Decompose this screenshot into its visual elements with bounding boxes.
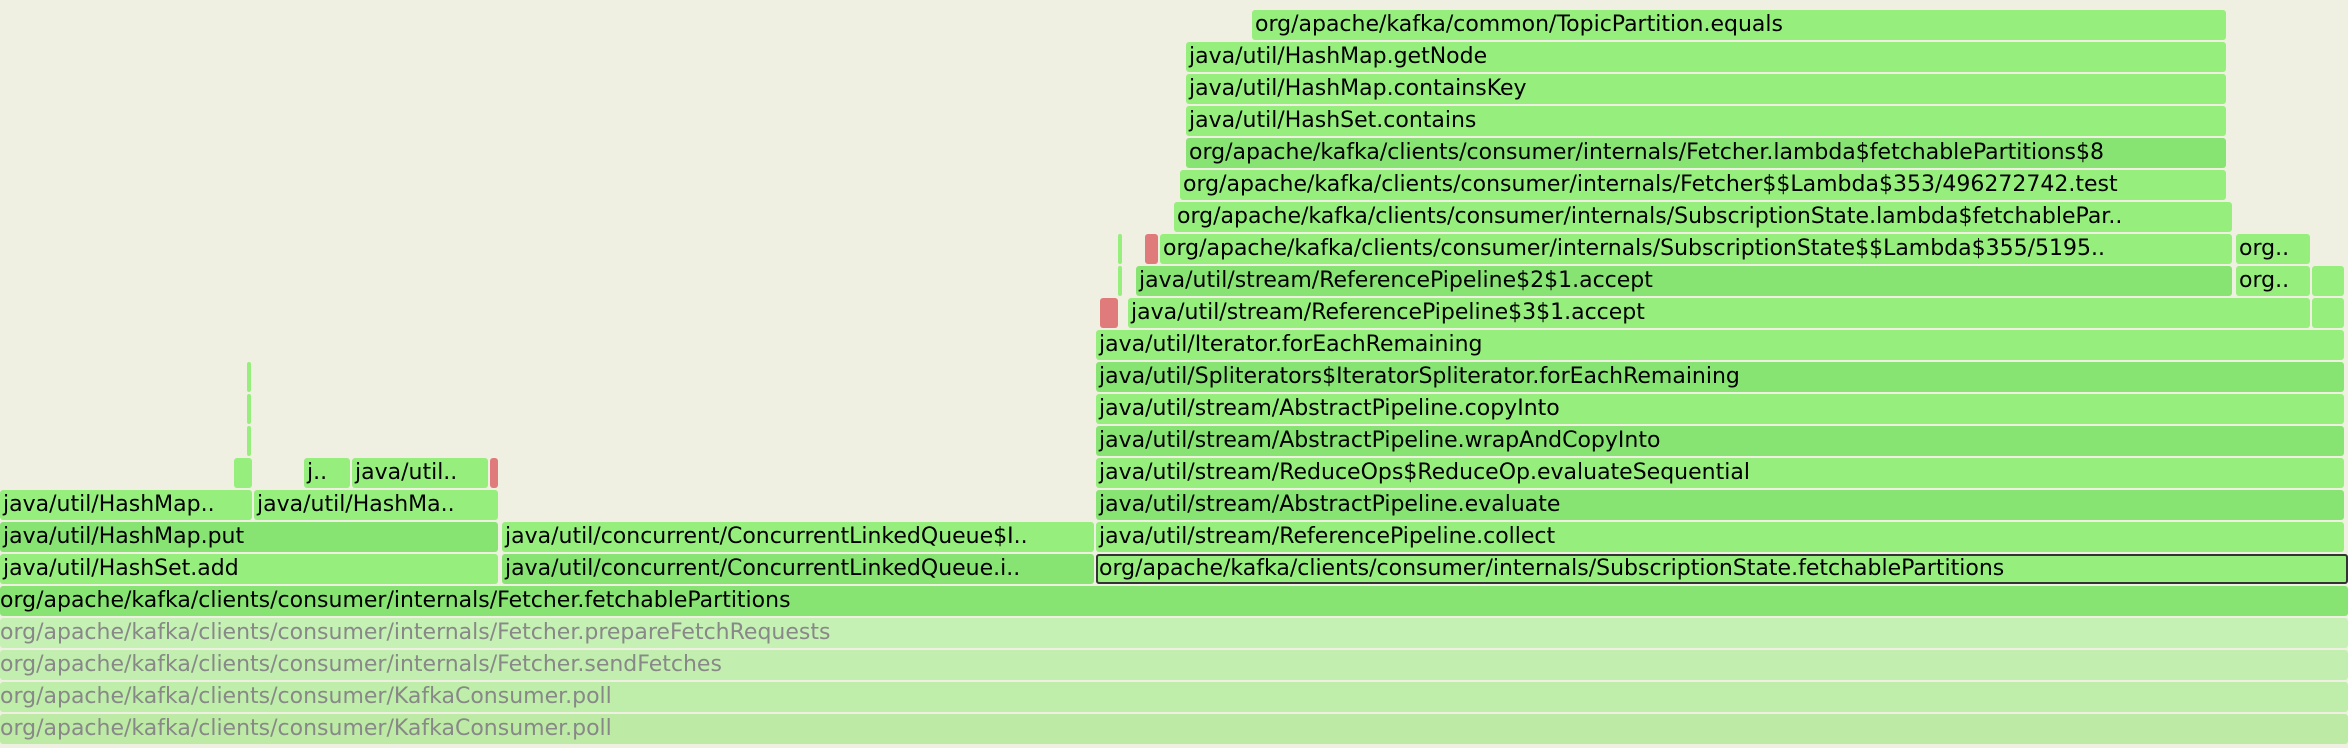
flame-frame[interactable] (1118, 234, 1122, 264)
flame-frame[interactable]: java/util/stream/ReferencePipeline.colle… (1096, 522, 2344, 552)
flame-frame[interactable]: org/apache/kafka/clients/consumer/intern… (1160, 234, 2232, 264)
flame-frame[interactable]: java/util/stream/ReferencePipeline$3$1.a… (1128, 298, 2310, 328)
flame-frame[interactable]: java/util/stream/ReferencePipeline$2$1.a… (1136, 266, 2232, 296)
flame-frame[interactable]: java/util/HashMa.. (254, 490, 498, 520)
flame-frame[interactable]: org/apache/kafka/common/TopicPartition.e… (1252, 10, 2226, 40)
flame-frame[interactable]: java/util/concurrent/ConcurrentLinkedQue… (502, 522, 1094, 552)
flame-frame[interactable]: java/util.. (352, 458, 488, 488)
flame-frame[interactable]: java/util/concurrent/ConcurrentLinkedQue… (502, 554, 1094, 584)
flame-frame[interactable]: org/apache/kafka/clients/consumer/intern… (0, 586, 2348, 616)
flame-frame[interactable]: java/util/HashMap.containsKey (1186, 74, 2226, 104)
flame-frame[interactable] (490, 458, 498, 488)
flame-frame[interactable]: java/util/HashMap.put (0, 522, 498, 552)
flame-frame[interactable] (2312, 298, 2344, 328)
flame-frame[interactable]: java/util/HashMap.getNode (1186, 42, 2226, 72)
flame-frame[interactable]: org/apache/kafka/clients/consumer/intern… (1180, 170, 2226, 200)
flame-frame[interactable]: java/util/Spliterators$IteratorSpliterat… (1096, 362, 2344, 392)
flame-frame[interactable] (247, 362, 251, 392)
flame-frame[interactable]: java/util/stream/ReduceOps$ReduceOp.eval… (1096, 458, 2344, 488)
flame-frame[interactable]: org.. (2236, 234, 2310, 264)
flame-frame[interactable]: java/util/Iterator.forEachRemaining (1096, 330, 2344, 360)
flame-frame[interactable]: org/apache/kafka/clients/consumer/intern… (1186, 138, 2226, 168)
flame-frame[interactable] (234, 458, 252, 488)
flame-frame-faded[interactable]: org/apache/kafka/clients/consumer/KafkaC… (0, 714, 2348, 744)
flame-frame[interactable] (247, 426, 251, 456)
flame-frame[interactable] (1145, 234, 1158, 264)
flame-frame[interactable]: org.. (2236, 266, 2310, 296)
flame-frame[interactable]: java/util/HashMap.. (0, 490, 252, 520)
flame-frame[interactable] (247, 394, 251, 424)
flame-frame[interactable]: java/util/stream/AbstractPipeline.wrapAn… (1096, 426, 2344, 456)
flame-frame[interactable]: j.. (304, 458, 350, 488)
flame-frame-faded[interactable]: org/apache/kafka/clients/consumer/KafkaC… (0, 682, 2348, 712)
flame-frame[interactable] (2312, 266, 2344, 296)
flame-frame-selected[interactable]: org/apache/kafka/clients/consumer/intern… (1096, 554, 2348, 584)
flame-frame[interactable]: java/util/stream/AbstractPipeline.evalua… (1096, 490, 2344, 520)
flame-frame-faded[interactable]: org/apache/kafka/clients/consumer/intern… (0, 650, 2348, 680)
flame-frame[interactable]: java/util/HashSet.add (0, 554, 498, 584)
flame-frame-faded[interactable]: org/apache/kafka/clients/consumer/intern… (0, 618, 2348, 648)
flame-frame[interactable]: java/util/stream/AbstractPipeline.copyIn… (1096, 394, 2344, 424)
flame-frame[interactable]: java/util/HashSet.contains (1186, 106, 2226, 136)
flame-frame[interactable] (1118, 266, 1122, 296)
flame-frame[interactable] (1100, 298, 1118, 328)
flame-frame[interactable]: org/apache/kafka/clients/consumer/intern… (1174, 202, 2232, 232)
